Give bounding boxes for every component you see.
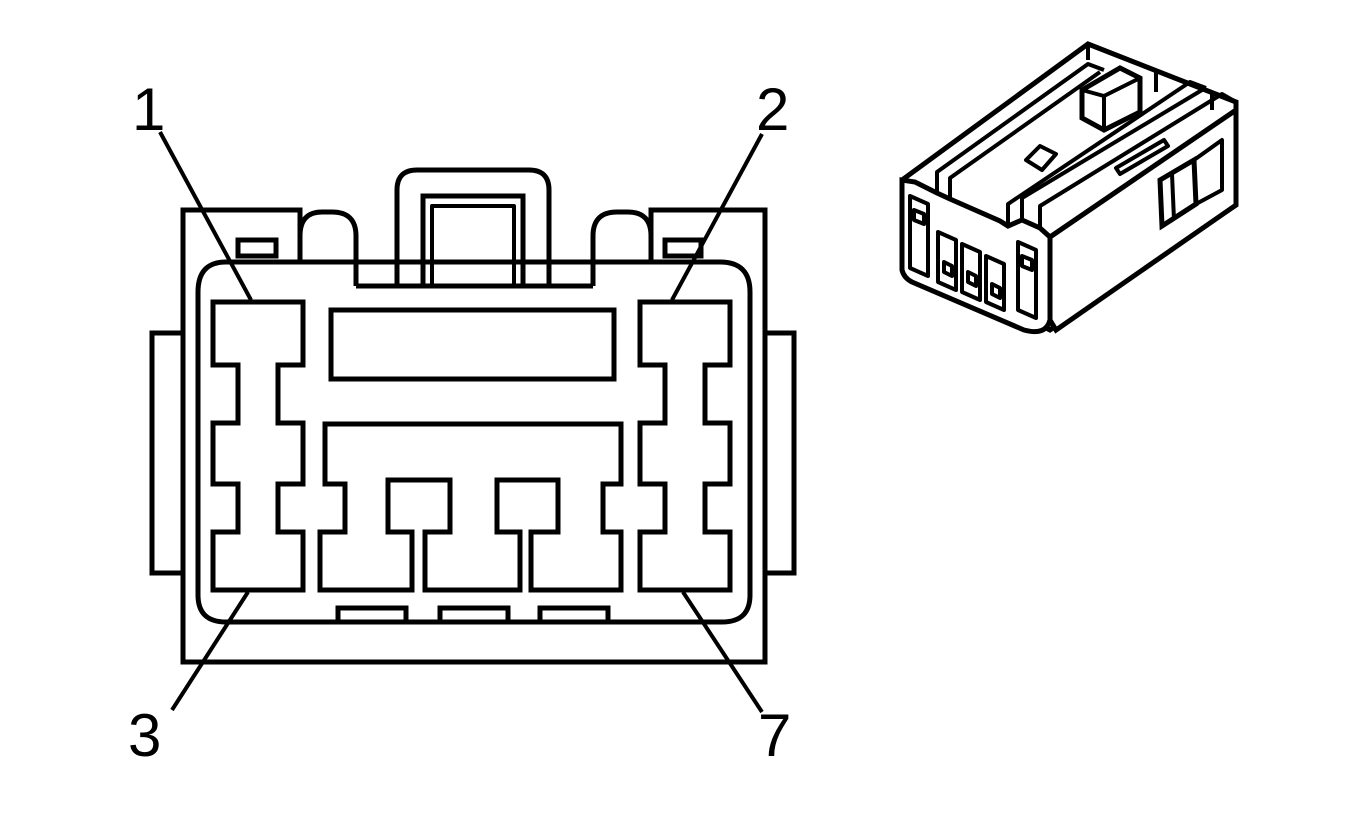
key-slot-left xyxy=(235,237,279,259)
leader-line-pin-3 xyxy=(170,590,250,712)
inner-face xyxy=(195,259,753,625)
housing-outline xyxy=(180,207,768,665)
bottom-key-2 xyxy=(437,605,511,625)
connector-isometric-view xyxy=(899,41,1239,335)
bottom-key-3 xyxy=(537,605,611,625)
iso-rib-2 xyxy=(948,70,1102,199)
iso-front-cavities xyxy=(908,194,1038,320)
right-side-tab xyxy=(765,330,797,576)
connector-face-view: 1 2 3 7 xyxy=(128,76,797,769)
bottom-key-1 xyxy=(335,605,409,625)
iso-side-lock-edge xyxy=(1170,138,1224,221)
cavity-lower-group xyxy=(317,421,624,593)
left-side-tab xyxy=(149,330,183,576)
leader-line-pin-7 xyxy=(681,590,764,714)
iso-arrow-mark xyxy=(1024,144,1058,172)
latch-window xyxy=(420,193,526,289)
pin-label-2: 2 xyxy=(756,76,789,143)
iso-front-cavity-details xyxy=(912,208,1034,300)
pin-label-7: 7 xyxy=(758,702,791,769)
iso-rib-1 xyxy=(935,62,1105,193)
latch-window-inner xyxy=(430,204,516,288)
leader-line-pin-1 xyxy=(158,131,253,301)
pin-label-3: 3 xyxy=(128,702,161,769)
iso-latch-front xyxy=(1081,76,1141,130)
latch-tab xyxy=(394,167,552,286)
housing-top-edge xyxy=(297,209,654,286)
pin-label-1: 1 xyxy=(132,76,165,143)
iso-rib-4 xyxy=(1020,88,1204,220)
leader-line-pin-2 xyxy=(670,133,764,301)
iso-slot-mark xyxy=(1114,138,1170,176)
upper-cavity xyxy=(328,307,617,382)
cavity-right xyxy=(637,299,733,593)
cavity-left xyxy=(210,299,306,593)
iso-rib-5 xyxy=(1038,92,1237,228)
iso-front-face xyxy=(899,177,1053,335)
iso-top-back xyxy=(1086,44,1214,110)
iso-rib-3 xyxy=(1006,80,1207,226)
